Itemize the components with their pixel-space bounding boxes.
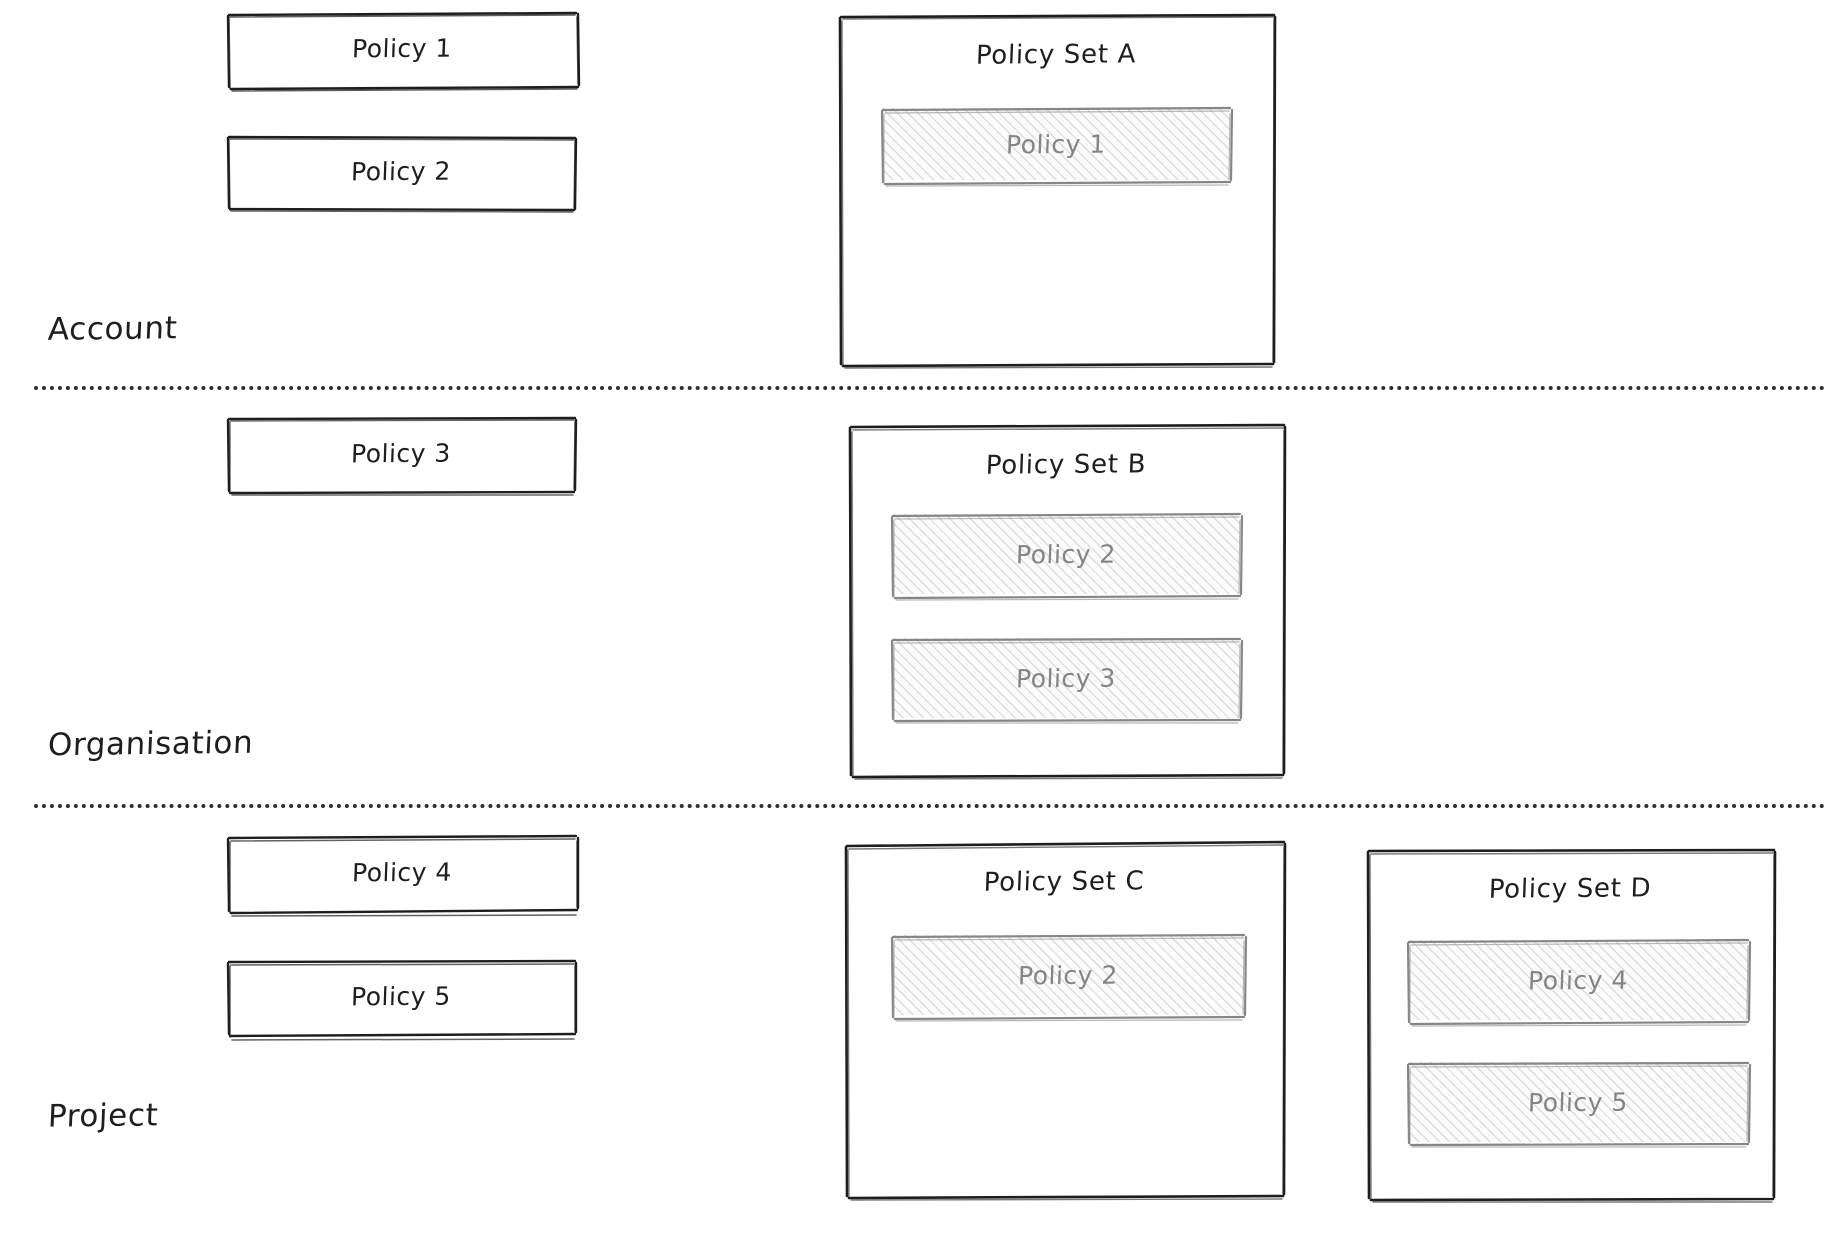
policy-box-label: Policy 4 — [351, 857, 453, 887]
inner-policy-label: Policy 3 — [1015, 663, 1117, 693]
policy-set-box[interactable]: Policy Set D Policy 4 Policy 5 — [1366, 848, 1777, 1203]
policy-set-title: Policy Set A — [975, 39, 1137, 71]
tier-divider — [34, 804, 1826, 808]
policy-set-title: Policy Set B — [985, 449, 1147, 481]
tier-label-project: Project — [47, 1097, 160, 1135]
tier-label-account: Account — [47, 310, 179, 348]
tier-divider — [34, 386, 1826, 390]
inner-policy-label: Policy 5 — [1527, 1087, 1629, 1117]
policy-box[interactable]: Policy 5 — [226, 959, 578, 1041]
policy-set-box[interactable]: Policy Set B Policy 2 Policy 3 — [848, 423, 1287, 780]
policy-box[interactable]: Policy 4 — [226, 834, 580, 917]
policy-box[interactable]: Policy 2 — [226, 135, 578, 213]
inner-policy-label: Policy 1 — [1005, 129, 1107, 159]
policy-set-title: Policy Set D — [1488, 873, 1652, 905]
inner-policy-label: Policy 2 — [1015, 539, 1117, 569]
policy-set-box[interactable]: Policy Set C Policy 2 — [844, 840, 1287, 1201]
policy-box[interactable]: Policy 3 — [226, 416, 578, 496]
policy-box-label: Policy 5 — [350, 981, 452, 1011]
policy-set-box[interactable]: Policy Set A Policy 1 — [838, 13, 1277, 369]
policy-set-title: Policy Set C — [983, 866, 1145, 898]
inner-policy-chip[interactable]: Policy 2 — [890, 512, 1244, 601]
inner-policy-chip[interactable]: Policy 5 — [1406, 1061, 1752, 1148]
inner-policy-label: Policy 2 — [1017, 960, 1119, 990]
inner-policy-label: Policy 4 — [1527, 965, 1629, 995]
policy-box-label: Policy 1 — [351, 33, 453, 63]
policy-box[interactable]: Policy 1 — [226, 11, 581, 92]
policy-box-label: Policy 3 — [350, 438, 452, 468]
inner-policy-chip[interactable]: Policy 4 — [1406, 938, 1752, 1027]
inner-policy-chip[interactable]: Policy 1 — [880, 106, 1234, 187]
policy-box-label: Policy 2 — [350, 156, 452, 186]
tier-label-organisation: Organisation — [47, 724, 255, 764]
inner-policy-chip[interactable]: Policy 2 — [890, 933, 1248, 1022]
inner-policy-chip[interactable]: Policy 3 — [890, 637, 1244, 724]
